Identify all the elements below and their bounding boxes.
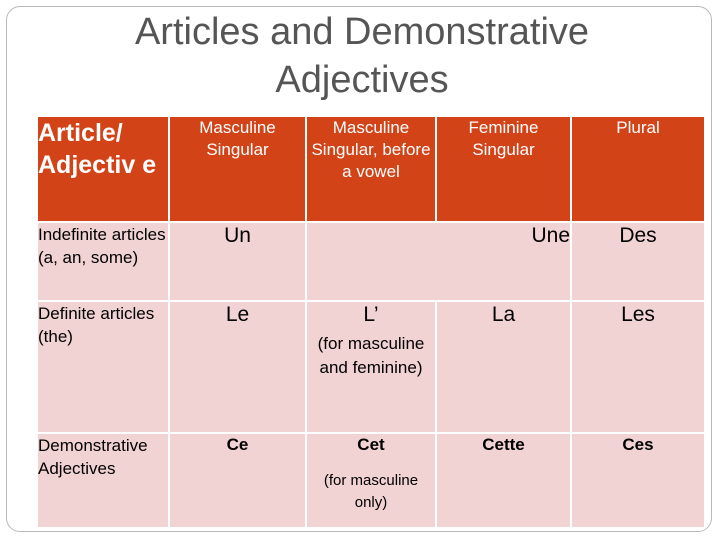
cell-demonstrative-plural: Ces	[570, 432, 706, 529]
row-label-definite: Definite articles (the)	[36, 300, 170, 434]
cell-demonstrative-vowel: Cet (for masculine only)	[305, 432, 437, 529]
header-article-adjective: Article/ Adjectiv e	[36, 115, 170, 223]
cell-definite-plural: Les	[570, 300, 706, 434]
cell-indefinite-feminine: Une	[305, 221, 572, 302]
cell-definite-feminine: La	[435, 300, 572, 434]
articles-table: Article/ Adjectiv e Masculine Singular M…	[36, 115, 706, 529]
cell-definite-vowel: L’ (for masculine and feminine)	[305, 300, 437, 434]
slide-frame	[6, 6, 712, 532]
table-row: Indefinite articles (a, an, some) Un Une…	[36, 221, 706, 302]
definite-vowel-note: (for masculine and feminine)	[317, 334, 425, 377]
row-label-demonstrative: Demonstrative Adjectives	[36, 432, 170, 529]
header-row: Article/ Adjectiv e Masculine Singular M…	[36, 115, 706, 223]
header-masculine-singular: Masculine Singular	[168, 115, 307, 223]
table-row: Demonstrative Adjectives Ce Cet (for mas…	[36, 432, 706, 529]
header-feminine-singular: Feminine Singular	[435, 115, 572, 223]
cell-demonstrative-masculine: Ce	[168, 432, 307, 529]
header-plural: Plural	[570, 115, 706, 223]
row-label-indefinite: Indefinite articles (a, an, some)	[36, 221, 170, 302]
slide-title: Articles and Demonstrative Adjectives	[0, 8, 720, 104]
header-masculine-before-vowel: Masculine Singular, before a vowel	[305, 115, 437, 223]
demonstrative-vowel-article: Cet	[357, 435, 385, 454]
definite-vowel-article: L’	[363, 303, 379, 326]
cell-indefinite-masculine: Un	[168, 221, 307, 302]
table-row: Definite articles (the) Le L’ (for mascu…	[36, 300, 706, 434]
demonstrative-vowel-note: (for masculine only)	[323, 472, 419, 511]
title-line-2: Adjectives	[275, 59, 449, 101]
cell-demonstrative-feminine: Cette	[435, 432, 572, 529]
cell-definite-masculine: Le	[168, 300, 307, 434]
title-line-1: Articles and Demonstrative	[134, 11, 590, 53]
cell-indefinite-plural: Des	[570, 221, 706, 302]
